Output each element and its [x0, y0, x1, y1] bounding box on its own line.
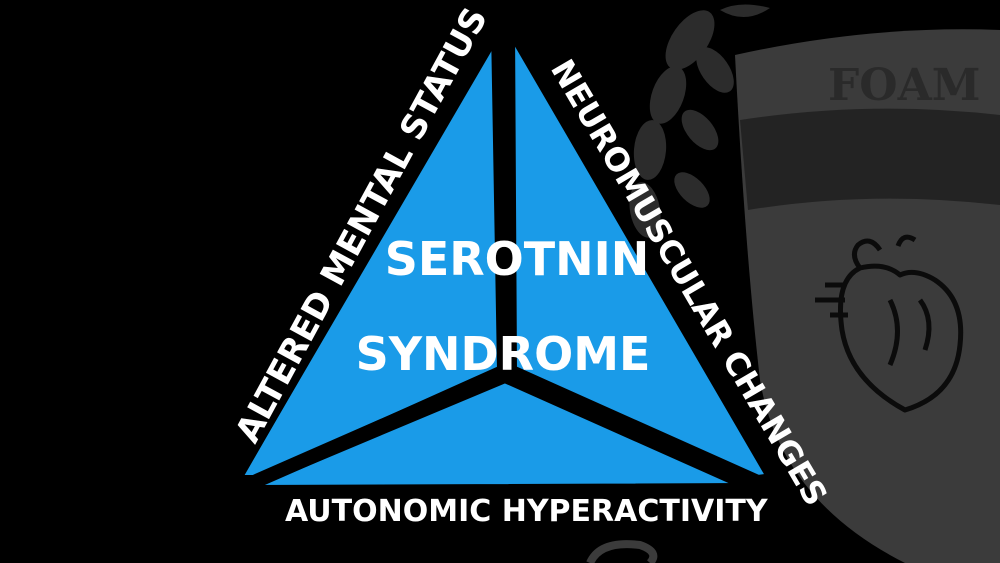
- triangle-outline: [226, 16, 784, 494]
- watermark-text: FOAM: [828, 60, 980, 111]
- center-title-line-1: SEROTNIN: [385, 232, 650, 286]
- crest-swirl: [586, 540, 658, 563]
- crest-banner: [740, 108, 1000, 210]
- laurel-wreath: [629, 4, 770, 238]
- triangle-group: [226, 9, 784, 495]
- label-autonomic-hyperactivity: AUTONOMIC HYPERACTIVITY: [285, 494, 769, 529]
- heart-icon: [815, 234, 964, 413]
- triangle-divider-right: [503, 367, 767, 489]
- triangle-divider-left: [242, 365, 508, 493]
- center-title-line-2: SYNDROME: [356, 327, 651, 381]
- crest-watermark: FOAM: [586, 4, 1000, 563]
